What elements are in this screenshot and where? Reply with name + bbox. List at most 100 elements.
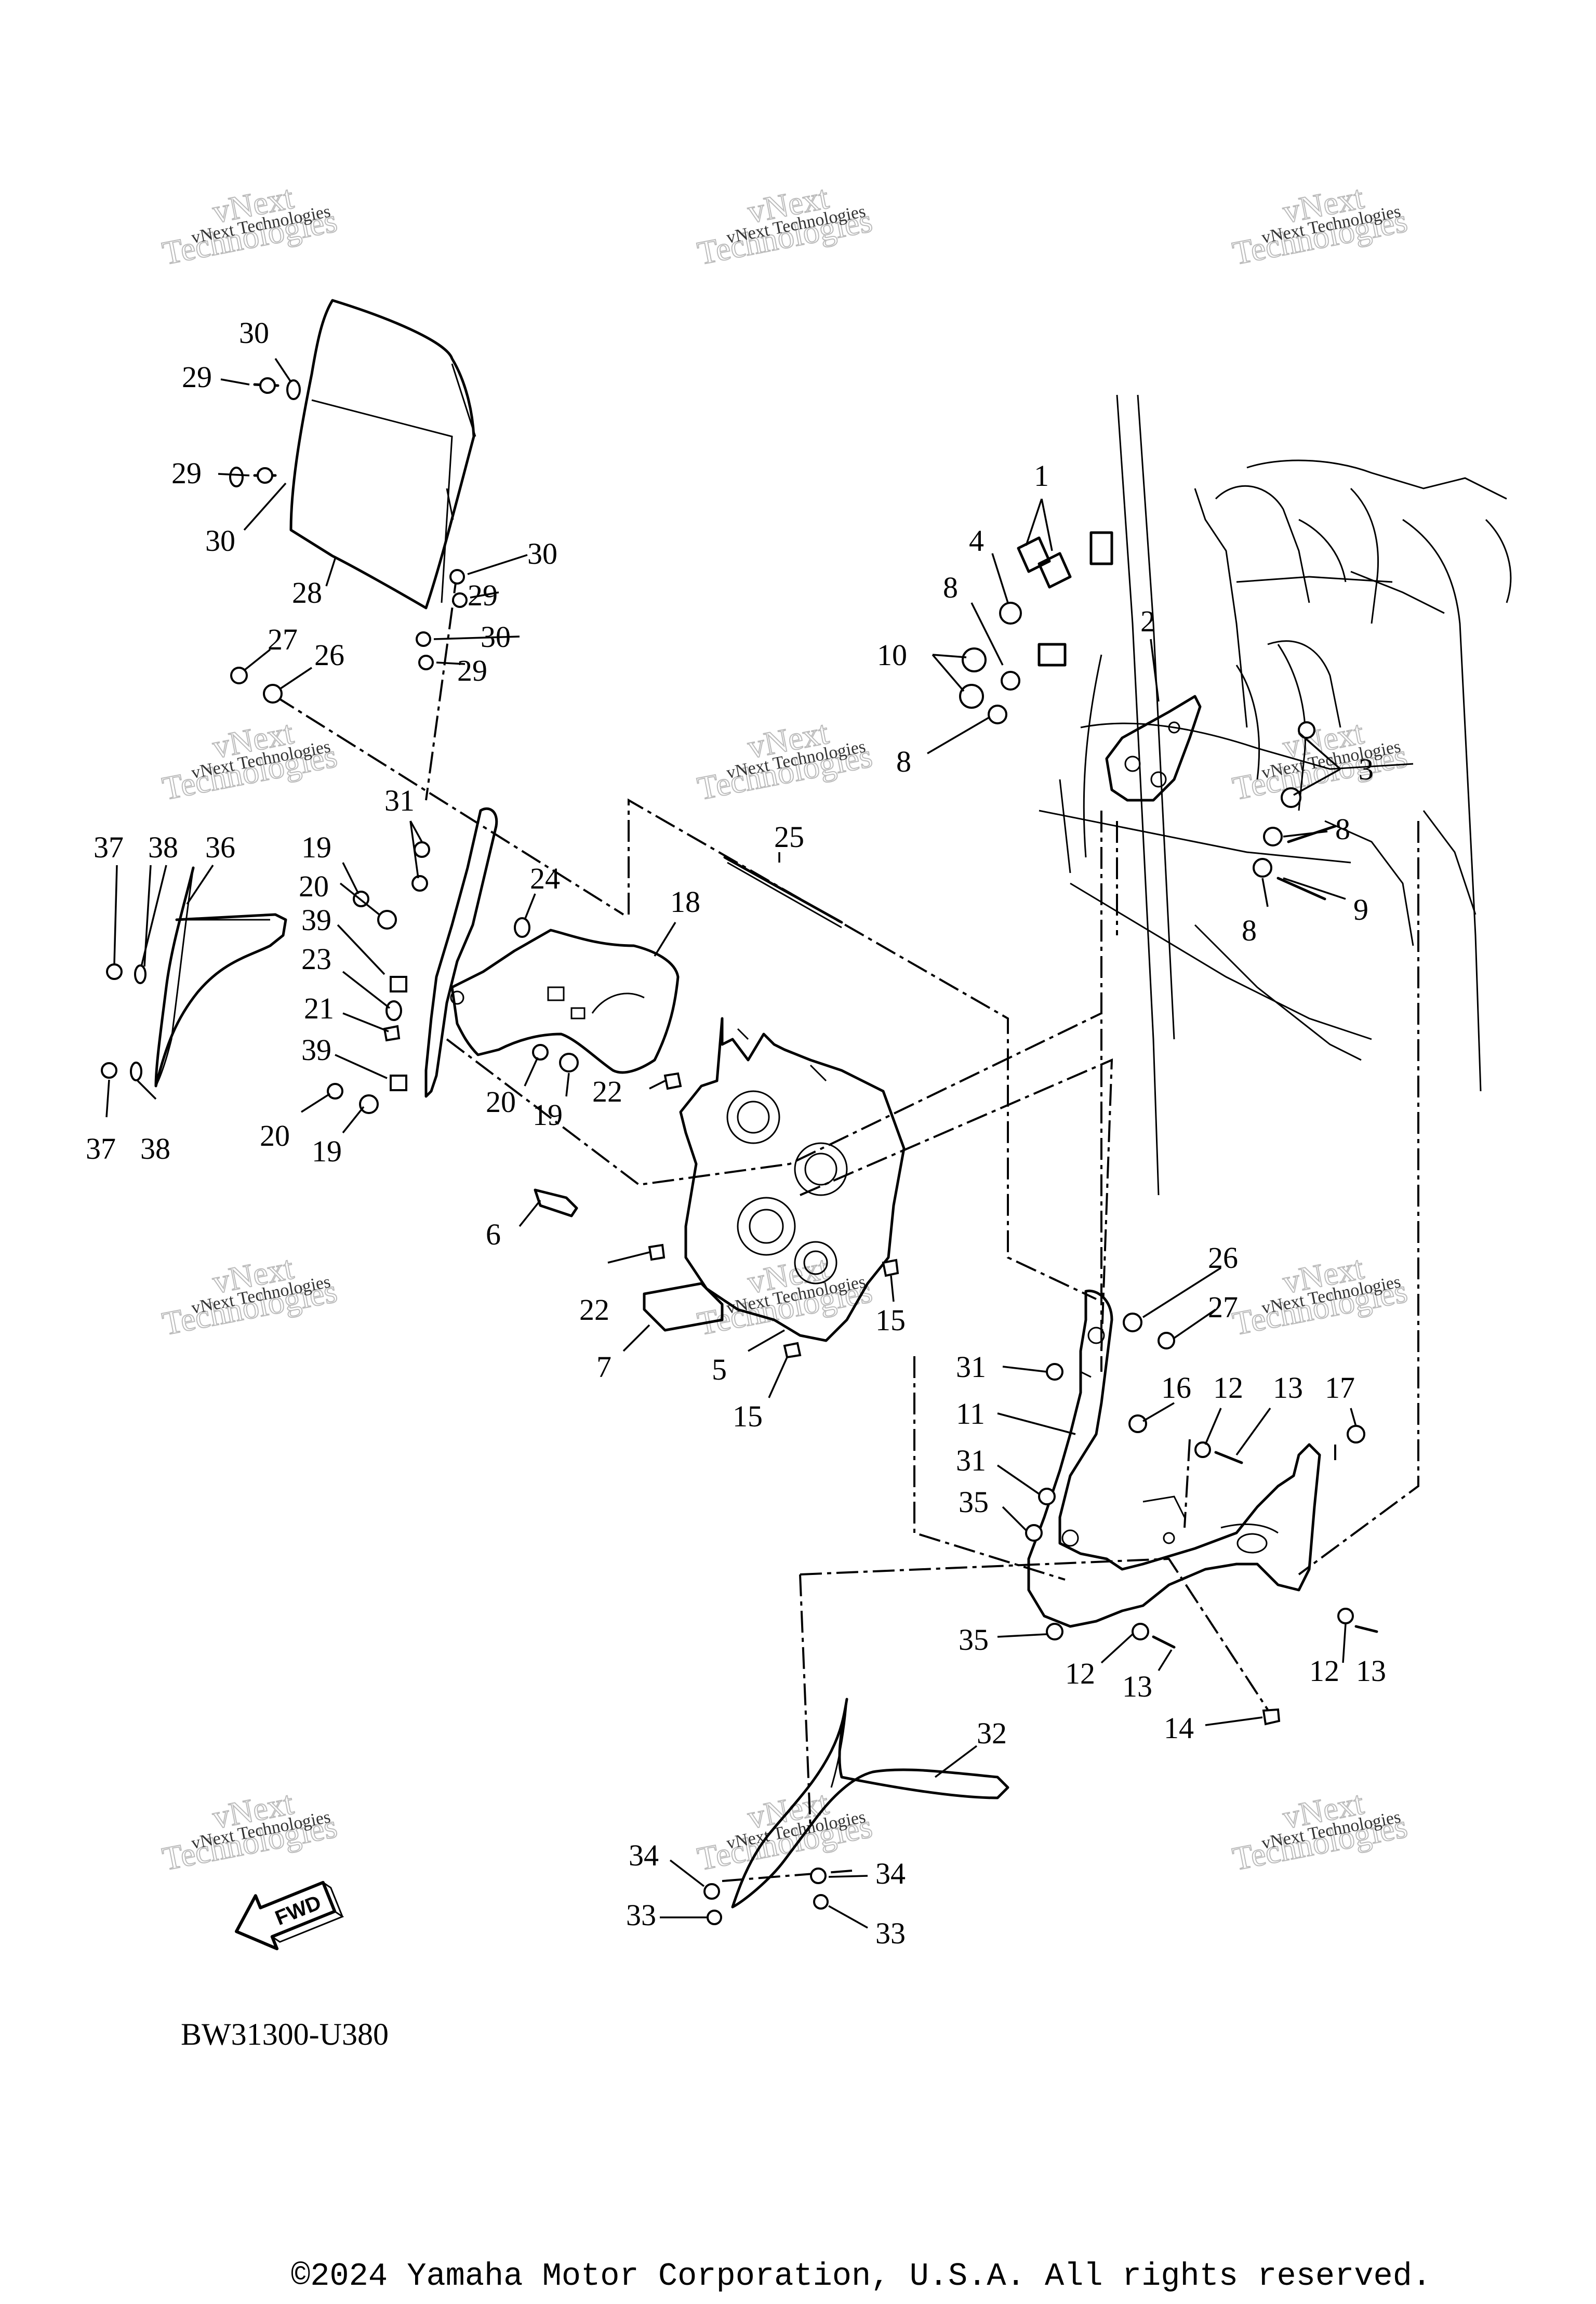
callout-13a: 13 [1273,1371,1303,1405]
callout-7: 7 [596,1350,611,1384]
watermark-low-center: Technologies vNext vNext Technologies [694,1249,876,1343]
callout-8c: 8 [1335,812,1350,846]
callout-29c: 29 [468,578,498,612]
watermark-top-center: Technologies vNext vNext Technologies [694,178,876,272]
rod-part-25 [723,856,843,929]
callout-25: 25 [774,820,804,854]
watermark-low-left: Technologies vNext vNext Technologies [159,1249,341,1343]
callout-32: 32 [977,1716,1007,1750]
callout-31c: 31 [956,1444,986,1477]
callout-38a: 38 [148,830,178,864]
callout-8d: 8 [1242,913,1257,947]
inner-panel-part-18 [450,929,680,1074]
windshield-part-28 [289,299,476,610]
callout-35b: 35 [959,1623,989,1657]
callout-31b: 31 [956,1350,986,1384]
callout-19c: 19 [312,1134,342,1168]
damper-part-7 [643,1282,724,1332]
callout-30d: 30 [481,620,511,654]
mount-bracket-part-2 [1105,695,1202,802]
callout-27a: 27 [268,623,298,656]
callout-8a: 8 [943,571,958,604]
callout-30a: 30 [239,316,269,350]
callout-labels: 1 2 3 4 5 6 7 8 8 8 8 9 10 11 12 12 12 1… [86,316,1386,1950]
callout-30b: 30 [205,524,235,558]
forward-direction-icon: FWD [234,1881,344,1951]
callout-16: 16 [1161,1371,1191,1405]
watermark-mid-right: Technologies vNext vNext Technologies [1229,713,1411,807]
copyright-notice: ©2024 Yamaha Motor Corporation, U.S.A. A… [291,2258,1432,2295]
callout-27b: 27 [1208,1290,1238,1324]
callout-5: 5 [712,1353,727,1386]
leader-lines [105,358,1357,1929]
callout-37a: 37 [94,830,124,864]
callout-21: 21 [304,991,334,1025]
callout-15a: 15 [875,1303,906,1337]
watermark-top-right: Technologies vNext vNext Technologies [1229,178,1411,272]
callout-18: 18 [670,885,700,919]
callout-4: 4 [969,524,984,558]
diagram-code: BW31300-U380 [181,2017,389,2051]
watermark-mid-center: Technologies vNext vNext Technologies [694,713,876,807]
spacer-part-6 [534,1188,578,1217]
callout-12c: 12 [1309,1654,1339,1688]
fasteners [101,377,1378,1925]
callout-38b: 38 [140,1132,170,1166]
callout-39b: 39 [301,1033,331,1067]
callout-34b: 34 [875,1857,906,1890]
callout-29b: 29 [171,456,202,490]
fwd-label: FWD [272,1891,325,1930]
callout-17: 17 [1325,1371,1355,1405]
watermark-bottom-left: Technologies vNext vNext Technologies [159,1784,341,1878]
callout-23: 23 [301,942,331,976]
callout-22b: 22 [579,1293,609,1327]
callout-31a: 31 [384,784,415,817]
callout-3: 3 [1359,752,1374,786]
callout-28: 28 [292,576,322,610]
callout-6: 6 [486,1217,501,1251]
callout-26a: 26 [314,638,344,672]
connector-part-1 [1017,531,1113,667]
callout-11: 11 [956,1397,985,1431]
callout-30c: 30 [527,537,557,571]
stay-part-31 [424,807,498,1098]
watermark-top-left: Technologies vNext vNext Technologies [159,178,341,272]
callout-12a: 12 [1213,1371,1243,1405]
center-bracket-part-5 [679,1017,906,1342]
callout-14: 14 [1164,1711,1194,1745]
motorcycle-frame-background [1039,394,1512,1196]
side-deflector-part-36 [154,866,287,1088]
callout-13b: 13 [1122,1670,1152,1703]
callout-37b: 37 [86,1132,116,1166]
watermark-bottom-right: Technologies vNext vNext Technologies [1229,1784,1411,1878]
callout-8b: 8 [896,745,911,778]
callout-35a: 35 [959,1485,989,1519]
callout-29d: 29 [457,654,487,687]
callout-26b: 26 [1208,1241,1238,1275]
callout-19b: 19 [533,1098,563,1132]
callout-2: 2 [1140,604,1155,638]
callout-9: 9 [1353,893,1368,926]
stay-part-11 [1027,1289,1321,1628]
callout-12b: 12 [1065,1657,1095,1690]
callout-39a: 39 [301,903,331,937]
callout-33b: 33 [875,1916,906,1950]
callout-10: 10 [877,638,907,672]
callout-20b: 20 [486,1085,516,1119]
callout-29a: 29 [182,360,212,394]
callout-19a: 19 [301,830,331,864]
callout-20a: 20 [299,869,329,903]
callout-33a: 33 [626,1898,656,1932]
callout-15b: 15 [733,1399,763,1433]
watermark-low-right: Technologies vNext vNext Technologies [1229,1249,1411,1343]
callout-13c: 13 [1356,1654,1386,1688]
watermark-mid-left: Technologies vNext vNext Technologies [159,713,341,807]
callout-24: 24 [530,862,560,895]
callout-22a: 22 [592,1075,622,1108]
lower-cover-part-32 [731,1698,1009,1909]
callout-34a: 34 [629,1838,659,1872]
clips [383,1025,1281,1726]
callout-20c: 20 [260,1119,290,1153]
callout-36: 36 [205,830,235,864]
